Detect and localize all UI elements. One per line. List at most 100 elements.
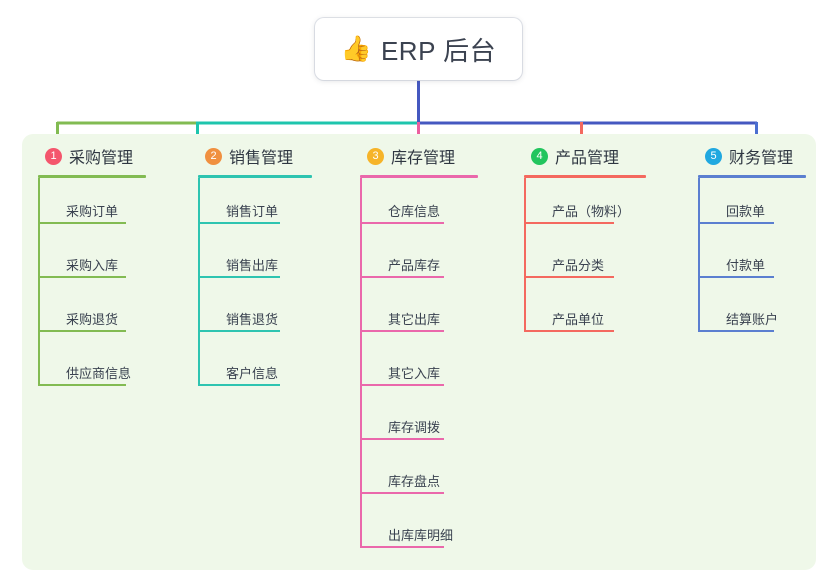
branch-leaf-list: 产品（物料） 产品分类产品单位 (524, 178, 646, 332)
branch-underline (524, 175, 646, 178)
root-node[interactable]: 👍 ERP 后台 (315, 18, 522, 80)
branch-number-badge: 3 (367, 147, 384, 165)
leaf-item[interactable]: 销售出库 (198, 224, 312, 278)
leaf-label: 库存盘点 (388, 474, 441, 489)
branch-column-4: 4 产品管理产品（物料） 产品分类产品单位 (524, 143, 646, 332)
branch-title: 财务管理 (729, 150, 794, 167)
branch-title: 库存管理 (391, 150, 456, 167)
branch-underline (360, 175, 478, 178)
leaf-label: 产品库存 (388, 258, 441, 273)
branch-number-badge: 2 (205, 147, 222, 165)
branch-underline (198, 175, 312, 178)
leaf-label: 出库库明细 (388, 528, 454, 543)
leaf-item[interactable]: 其它出库 (360, 278, 478, 332)
leaf-underline (524, 276, 614, 278)
leaf-underline (360, 222, 444, 224)
leaf-item[interactable]: 供应商信息 (38, 332, 146, 386)
leaf-underline (38, 384, 126, 386)
leaf-label: 采购退货 (66, 312, 119, 327)
leaf-underline (360, 276, 444, 278)
leaf-item[interactable]: 销售退货 (198, 278, 312, 332)
branch-header-1[interactable]: 1 采购管理 (38, 143, 146, 169)
leaf-label: 其它出库 (388, 312, 441, 327)
leaf-label: 产品分类 (552, 258, 605, 273)
leaf-label: 仓库信息 (388, 204, 441, 219)
leaf-label: 产品（物料） (552, 204, 631, 219)
leaf-underline (360, 384, 444, 386)
leaf-item[interactable]: 采购退货 (38, 278, 146, 332)
leaf-item[interactable]: 库存盘点 (360, 440, 478, 494)
branch-header-2[interactable]: 2 销售管理 (198, 143, 312, 169)
branch-spine (38, 178, 40, 386)
branch-leaf-list: 仓库信息产品库存其它出库其它入库库存调拨库存盘点出库库明细 (360, 178, 478, 548)
leaf-label: 销售订单 (226, 204, 279, 219)
leaf-underline (698, 330, 774, 332)
leaf-underline (360, 492, 444, 494)
leaf-underline (198, 384, 280, 386)
leaf-item[interactable]: 采购订单 (38, 178, 146, 224)
leaf-item[interactable]: 其它入库 (360, 332, 478, 386)
branch-header-5[interactable]: 5 财务管理 (698, 143, 806, 169)
leaf-underline (524, 222, 614, 224)
branch-leaf-list: 采购订单采购入库采购退货供应商信息 (38, 178, 146, 386)
branch-underline (698, 175, 806, 178)
leaf-underline (38, 222, 126, 224)
leaf-label: 付款单 (726, 258, 766, 273)
leaf-underline (360, 546, 444, 548)
leaf-item[interactable]: 仓库信息 (360, 178, 478, 224)
branch-header-4[interactable]: 4 产品管理 (524, 143, 646, 169)
leaf-underline (198, 222, 280, 224)
leaf-label: 供应商信息 (66, 366, 132, 381)
leaf-item[interactable]: 付款单 (698, 224, 806, 278)
leaf-label: 销售出库 (226, 258, 279, 273)
branch-number-badge: 4 (531, 147, 548, 165)
branch-number-badge: 5 (705, 147, 722, 165)
branch-underline (38, 175, 146, 178)
leaf-item[interactable]: 产品单位 (524, 278, 646, 332)
branch-leaf-list: 销售订单销售出库销售退货客户信息 (198, 178, 312, 386)
leaf-underline (360, 438, 444, 440)
branch-number-badge: 1 (45, 147, 62, 165)
leaf-label: 回款单 (726, 204, 766, 219)
leaf-item[interactable]: 产品（物料） (524, 178, 646, 224)
leaf-label: 产品单位 (552, 312, 605, 327)
leaf-underline (38, 330, 126, 332)
branch-title: 销售管理 (229, 150, 294, 167)
branch-spine (360, 178, 362, 548)
leaf-underline (698, 276, 774, 278)
leaf-item[interactable]: 库存调拨 (360, 386, 478, 440)
leaf-underline (38, 276, 126, 278)
branch-spine (198, 178, 200, 386)
leaf-item[interactable]: 客户信息 (198, 332, 312, 386)
leaf-item[interactable]: 产品库存 (360, 224, 478, 278)
branch-header-3[interactable]: 3 库存管理 (360, 143, 478, 169)
leaf-item[interactable]: 采购入库 (38, 224, 146, 278)
leaf-underline (524, 330, 614, 332)
leaf-label: 其它入库 (388, 366, 441, 381)
leaf-label: 库存调拨 (388, 420, 441, 435)
branch-column-2: 2 销售管理销售订单销售出库销售退货客户信息 (198, 143, 312, 386)
branch-spine (524, 178, 526, 332)
branch-title: 采购管理 (69, 150, 134, 167)
root-node-label: ERP 后台 (380, 35, 497, 66)
leaf-underline (198, 276, 280, 278)
leaf-underline (698, 222, 774, 224)
leaf-label: 结算账户 (726, 312, 779, 327)
leaf-item[interactable]: 销售订单 (198, 178, 312, 224)
leaf-label: 客户信息 (226, 366, 279, 381)
branch-column-1: 1 采购管理采购订单采购入库采购退货供应商信息 (38, 143, 146, 386)
leaf-item[interactable]: 出库库明细 (360, 494, 478, 548)
leaf-underline (360, 330, 444, 332)
diagram-panel (22, 134, 816, 570)
leaf-label: 采购入库 (66, 258, 119, 273)
leaf-item[interactable]: 回款单 (698, 178, 806, 224)
branch-title: 产品管理 (555, 150, 620, 167)
leaf-label: 采购订单 (66, 204, 119, 219)
leaf-label: 销售退货 (226, 312, 279, 327)
leaf-item[interactable]: 产品分类 (524, 224, 646, 278)
thumbs-up-icon: 👍 (340, 34, 372, 63)
leaf-item[interactable]: 结算账户 (698, 278, 806, 332)
branch-leaf-list: 回款单付款单结算账户 (698, 178, 806, 332)
branch-column-3: 3 库存管理仓库信息产品库存其它出库其它入库库存调拨库存盘点出库库明细 (360, 143, 478, 548)
branch-spine (698, 178, 700, 332)
